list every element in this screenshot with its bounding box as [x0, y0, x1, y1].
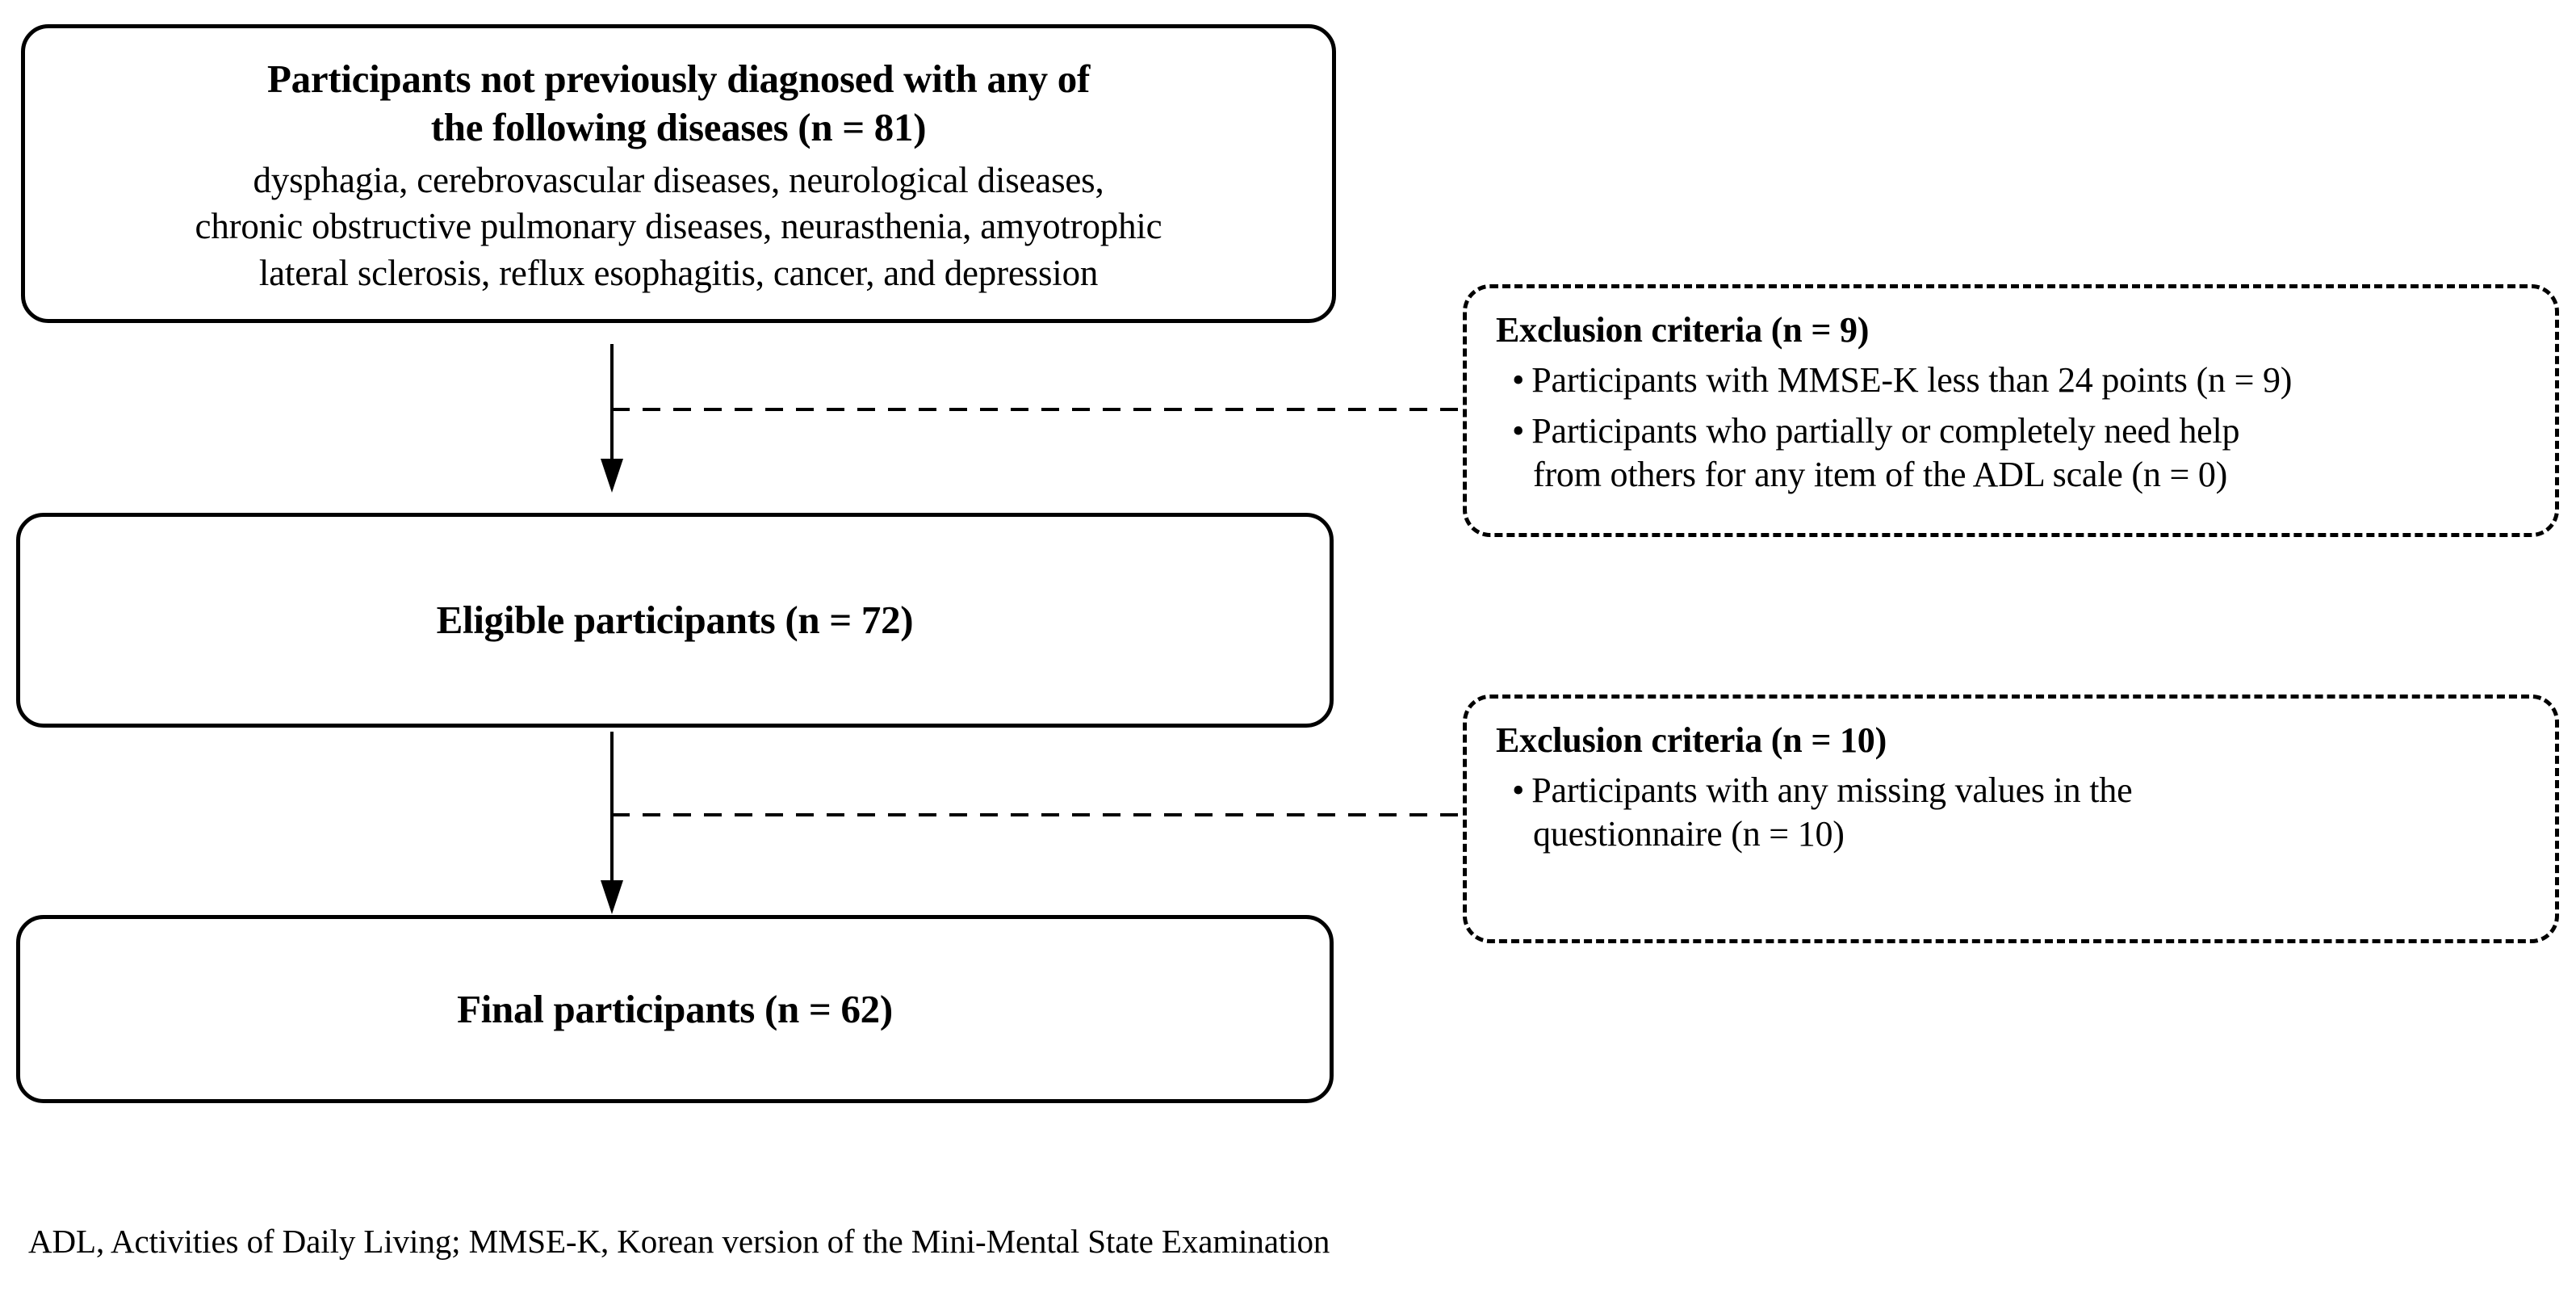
enrolled-participants-box: Participants not previously diagnosed wi… [21, 24, 1336, 323]
enrolled-title-line-1: Participants not previously diagnosed wi… [267, 57, 1090, 102]
arrow-eligible-to-final [601, 732, 623, 914]
exclusion-1-heading: Exclusion criteria (n = 9) [1496, 310, 1870, 350]
exclusion-1-list: •Participants with MMSE-K less than 24 p… [1496, 359, 2528, 497]
final-label: Final participants (n = 62) [457, 986, 893, 1031]
bullet-icon: • [1512, 770, 1525, 810]
exclusion-1-item-1-line-1: Participants with MMSE-K less than 24 po… [1531, 359, 2293, 400]
exclusion-2-list: •Participants with any missing values in… [1496, 769, 2528, 856]
figure-footnote: ADL, Activities of Daily Living; MMSE-K,… [28, 1223, 1330, 1260]
exclusion-1-item-2: •Participants who partially or completel… [1496, 409, 2528, 497]
exclusion-1-item-1: •Participants with MMSE-K less than 24 p… [1496, 359, 2528, 402]
final-participants-box: Final participants (n = 62) [16, 915, 1334, 1103]
eligible-label: Eligible participants (n = 72) [436, 598, 914, 643]
enrolled-body-line-2: chronic obstructive pulmonary diseases, … [195, 206, 1162, 247]
enrolled-title-block: Participants not previously diagnosed wi… [267, 55, 1090, 152]
eligible-participants-box: Eligible participants (n = 72) [16, 513, 1334, 728]
enrolled-title-line-2: the following diseases (n = 81) [430, 105, 927, 150]
bullet-icon: • [1512, 411, 1525, 451]
exclusion-2-item-1-line-1: Participants with any missing values in … [1531, 770, 2133, 810]
enrolled-disease-list: dysphagia, cerebrovascular diseases, neu… [195, 157, 1162, 297]
arrow-enrolled-to-eligible [601, 344, 623, 493]
dashed-connector-exclusion-2 [612, 813, 1466, 816]
exclusion-2-item-1-line-2: questionnaire (n = 10) [1533, 814, 1845, 854]
enrolled-body-line-3: lateral sclerosis, reflux esophagitis, c… [258, 253, 1099, 294]
exclusion-2-item-1: •Participants with any missing values in… [1496, 769, 2528, 856]
exclusion-1-item-2-line-1: Participants who partially or completely… [1531, 411, 2240, 451]
exclusion-criteria-box-2: Exclusion criteria (n = 10) •Participant… [1463, 695, 2559, 943]
dashed-connector-exclusion-1 [612, 408, 1466, 411]
exclusion-criteria-box-1: Exclusion criteria (n = 9) •Participants… [1463, 284, 2559, 537]
bullet-icon: • [1512, 359, 1525, 400]
exclusion-1-item-2-line-2: from others for any item of the ADL scal… [1533, 455, 2228, 495]
enrolled-body-line-1: dysphagia, cerebrovascular diseases, neu… [253, 159, 1104, 200]
exclusion-2-heading: Exclusion criteria (n = 10) [1496, 720, 1887, 760]
